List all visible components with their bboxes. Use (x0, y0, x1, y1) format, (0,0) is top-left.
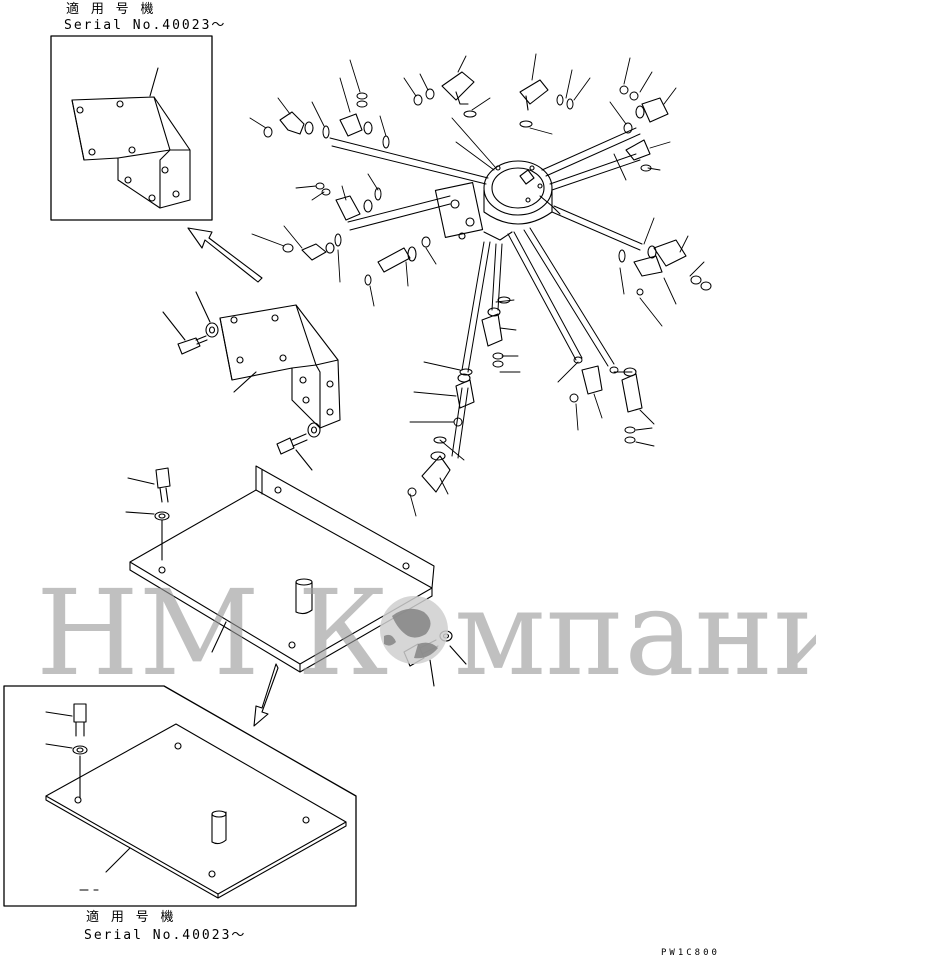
cover-bolt (125, 467, 171, 561)
drawing-code: PW1C800 (661, 948, 720, 958)
mount-bracket (219, 304, 341, 429)
swivel-joint (434, 160, 561, 241)
inset-bracket (71, 67, 191, 209)
bottom-inset (3, 685, 357, 907)
cover-plate (129, 465, 435, 673)
bracket-bolt-lower (276, 422, 321, 471)
top-inset (50, 35, 213, 221)
inset-arrow (187, 227, 263, 283)
o-rings (263, 85, 712, 497)
bottom-applicable-label: 適 用 号 機 (86, 910, 176, 925)
leader-lines (249, 53, 705, 517)
tubes (329, 127, 643, 459)
top-inset-frame (50, 35, 213, 221)
top-serial-label: Serial No.40023～ (64, 18, 227, 33)
down-arrow (253, 663, 279, 727)
top-applicable-label: 適 用 号 機 (66, 2, 156, 17)
bracket-bolt-left (162, 291, 219, 355)
cover-side-bolt (403, 630, 467, 687)
fittings (279, 71, 687, 493)
bottom-serial-label: Serial No.40023～ (84, 928, 247, 943)
